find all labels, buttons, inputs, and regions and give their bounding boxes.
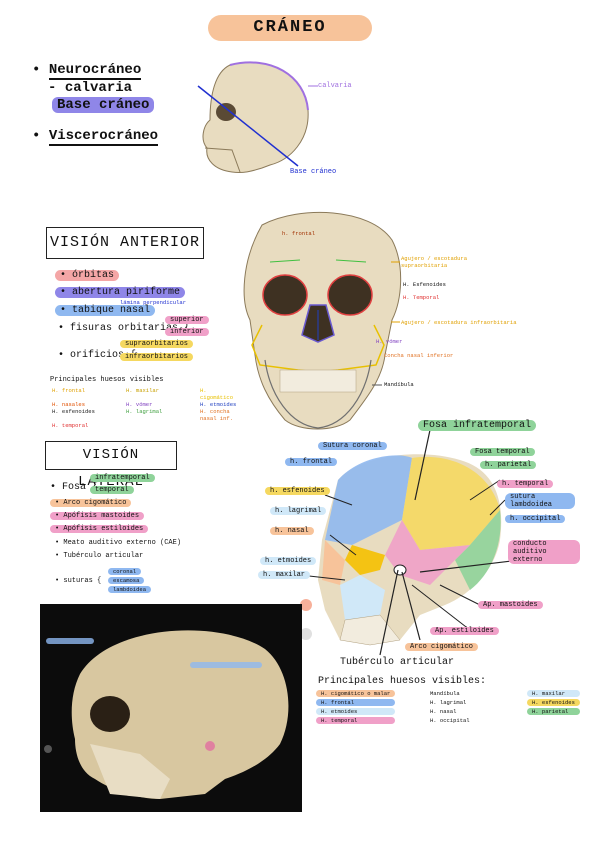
- bone-item: H. etmoides: [316, 708, 396, 715]
- ant-label-vomer: H. vómer: [376, 338, 403, 345]
- bone-item: H. temporal: [52, 422, 89, 429]
- bone-item: H. parietal: [527, 708, 580, 715]
- ant-label-temporal: H. Temporal: [403, 294, 440, 301]
- anterior-heading-box: VISIÓN ANTERIOR: [46, 227, 204, 259]
- apertura-label: • abertura piriforme: [55, 287, 186, 298]
- lat-label-arco: Arco cigomático: [405, 643, 479, 651]
- title-pill: [208, 15, 372, 41]
- suturas-label: • suturas {: [55, 577, 102, 585]
- bone-item: H. etmoides: [200, 401, 237, 408]
- meato-label: • Meato auditivo externo (CAE): [55, 539, 182, 547]
- lat-label-conducto: conducto auditivo externo: [508, 540, 580, 564]
- lateral-photo-skull: [44, 630, 289, 799]
- lat-label-h-occipital: h. occipital: [505, 515, 566, 523]
- mastoides-label: • Apófisis mastoides: [50, 512, 145, 520]
- lateral-bones-col2: Mandíbula H. lagrimal H. nasal H. occipi…: [430, 690, 470, 724]
- bone-item: H. lagrimal: [126, 408, 163, 415]
- base-pointer-label: Base cráneo: [290, 168, 337, 176]
- anterior-bones-list: H. frontal H. maxilar H. cigomático H. n…: [52, 387, 242, 429]
- bone-item: H. cigomático: [200, 387, 234, 401]
- fisura-inferior: inferior: [165, 328, 209, 336]
- calvaria-label: - calvaria: [48, 80, 133, 96]
- bone-item: H. lagrimal: [430, 699, 467, 706]
- bone-item: H. maxilar: [527, 690, 580, 697]
- ant-label-agujero-sup: Agujero / escotadura supraorbitaria: [401, 255, 468, 269]
- supraorbitarios: supraorbitarios: [120, 340, 194, 348]
- page-title: CRÁNEO: [253, 18, 327, 37]
- ant-label-concha: Concha nasal inferior: [384, 352, 454, 359]
- ant-label-mandibula: Mandíbula: [384, 381, 414, 388]
- base-craneo-label: Base cráneo: [52, 97, 155, 113]
- lat-label-h-lagrimal: h. lagrimal: [270, 507, 327, 515]
- lat-label-fosa-temporal: Fosa temporal: [470, 448, 535, 456]
- arco-label: • Arco cigomático: [50, 499, 132, 507]
- bone-item: Mandíbula: [430, 690, 460, 697]
- lat-label-h-frontal: h. frontal: [285, 458, 338, 466]
- lat-label-ap-estiloides: Ap. estiloides: [430, 627, 499, 635]
- bone-item: H. temporal: [316, 717, 396, 724]
- viscerocraneo-label: • Viscerocráneo: [32, 128, 159, 146]
- lat-label-tuberculo: Tubérculo articular: [340, 657, 455, 668]
- lat-label-h-nasal: h. nasal: [270, 527, 314, 535]
- ant-label-agujero-inf: Agujero / escotadura infraorbitaria: [401, 319, 517, 326]
- lateral-photo: [40, 604, 302, 812]
- calvaria-pointer-label: calvaria: [318, 82, 352, 90]
- orbitas-label: • órbitas: [55, 270, 120, 281]
- lat-label-sutura-lambdoidea: sutura lambdoidea: [505, 493, 575, 509]
- anterior-heading: VISIÓN ANTERIOR: [49, 234, 201, 251]
- lat-label-ap-mastoides: Ap. mastoides: [478, 601, 543, 609]
- infraorbitarios: infraorbitarios: [120, 353, 194, 361]
- fosa-infratemporal: infratemporal: [90, 474, 155, 482]
- lamina-label: lámina perpendicular: [120, 299, 187, 306]
- sutura-lambdoidea: lambdoidea: [108, 586, 152, 593]
- lat-label-h-parietal: h. parietal: [480, 461, 537, 469]
- ant-label-frontal: h. frontal: [282, 230, 316, 237]
- estiloides-label: • Apófisis estiloides: [50, 525, 149, 533]
- lateral-bones-col3: H. maxilar H. esfenoides H. parietal: [527, 690, 580, 715]
- tuberculo-label: • Tubérculo articular: [55, 552, 144, 560]
- bone-item: H. nasal: [430, 708, 457, 715]
- sutura-coronal: coronal: [108, 568, 142, 575]
- bone-item: H. frontal: [316, 699, 396, 706]
- bone-item: H. cigomático o malar: [316, 690, 396, 697]
- lateral-bones-title: Principales huesos visibles:: [318, 676, 487, 687]
- ant-label-esfenoides: H. Esfenoides: [403, 281, 446, 288]
- lat-label-h-esfenoides: h. esfenoides: [265, 487, 330, 495]
- lat-label-h-maxilar: h. maxilar: [258, 571, 311, 579]
- bone-item: H. nasales: [52, 401, 86, 408]
- anterior-bones-title: Principales huesos visibles: [50, 376, 164, 384]
- bone-item: H. esfenoides: [52, 408, 95, 415]
- bone-item: H. vómer: [126, 401, 153, 408]
- bone-item: H. esfenoides: [527, 699, 580, 706]
- lat-label-sutura-coronal: Sutura coronal: [318, 442, 387, 450]
- bone-item: H. frontal: [52, 387, 86, 394]
- bone-item: H. occipital: [430, 717, 470, 724]
- tabique-label: • tabique nasal: [55, 305, 156, 316]
- neurocraneo-label: • Neurocráneo: [32, 62, 142, 80]
- bone-item: H. maxilar: [126, 387, 160, 394]
- bone-item: H. concha nasal inf.: [200, 408, 234, 422]
- lateral-bones-col1: H. cigomático o malar H. frontal H. etmo…: [316, 690, 396, 724]
- lat-label-h-temporal: h. temporal: [497, 480, 554, 488]
- fosa-temporal: temporal: [90, 486, 134, 494]
- lat-label-h-etmoides: h. etmoides: [260, 557, 317, 565]
- fisura-superior: superior: [165, 316, 209, 324]
- sutura-escamosa: escamosa: [108, 577, 145, 584]
- lat-label-fosa-infra: Fosa infratemporal: [418, 420, 537, 431]
